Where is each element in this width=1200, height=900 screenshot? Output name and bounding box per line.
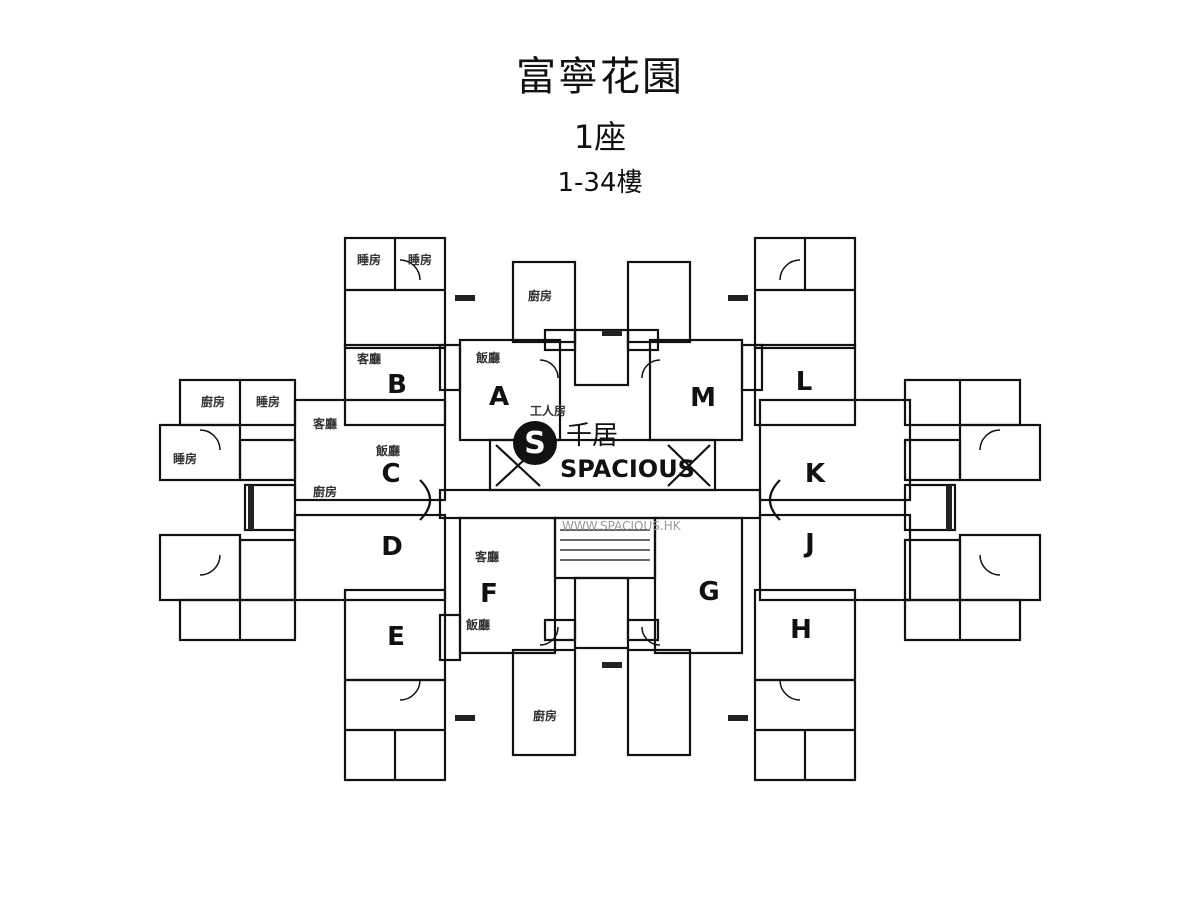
unit-h-label: H	[790, 615, 812, 645]
floors-title: 1-34樓	[557, 168, 643, 198]
unit-c-outline	[158, 378, 447, 502]
room-label: 工人房	[530, 403, 566, 418]
room-label: 飯廳	[375, 443, 400, 458]
block-title: 1座	[573, 118, 627, 156]
room-label: 睡房	[408, 252, 432, 267]
room-label: 飯廳	[465, 617, 490, 632]
unit-e-label: E	[387, 622, 405, 652]
room-label: 睡房	[256, 394, 280, 409]
unit-e-outline	[343, 588, 447, 782]
room-label: 客廳	[474, 549, 499, 564]
unit-h-outline	[753, 588, 857, 782]
unit-l-label: L	[796, 367, 813, 397]
unit-d-outline	[158, 483, 447, 642]
unit-g-outline	[626, 516, 744, 757]
unit-j-outline	[758, 483, 1042, 642]
unit-f-outline	[438, 516, 577, 757]
unit-l-outline	[753, 236, 857, 427]
room-label: 飯廳	[475, 350, 500, 365]
unit-f-label: F	[480, 579, 498, 609]
watermark-url: WWW.SPACIOUS.HK	[562, 519, 682, 533]
room-label: 客廳	[356, 351, 381, 366]
estate-name-title: 富寧花園	[516, 54, 684, 100]
room-label: 廚房	[528, 288, 552, 303]
lift-core	[488, 438, 717, 492]
unit-b-outline	[343, 236, 447, 427]
unit-k-label: K	[805, 459, 826, 489]
room-label: 睡房	[357, 252, 381, 267]
watermark-s-icon: S	[524, 426, 546, 461]
room-label: 廚房	[313, 484, 337, 499]
unit-b-label: B	[387, 370, 407, 400]
room-label: 廚房	[533, 708, 557, 723]
watermark-cn: 千居	[566, 421, 618, 451]
unit-c-label: C	[381, 459, 400, 489]
unit-g-label: G	[698, 577, 719, 607]
unit-d-label: D	[381, 532, 403, 562]
unit-m-label: M	[690, 383, 716, 413]
room-label: 客廳	[312, 416, 337, 431]
watermark-en: SPACIOUS	[560, 455, 695, 483]
unit-j-label: J	[803, 529, 815, 559]
room-label: 廚房	[201, 394, 225, 409]
spacious-watermark: S 千居 SPACIOUS WWW.SPACIOUS.HK	[513, 421, 695, 533]
room-label: 睡房	[173, 451, 197, 466]
unit-m-outline	[626, 260, 764, 442]
central-corridor	[438, 488, 762, 520]
unit-k-outline	[758, 378, 1042, 502]
unit-a-label: A	[489, 382, 509, 412]
